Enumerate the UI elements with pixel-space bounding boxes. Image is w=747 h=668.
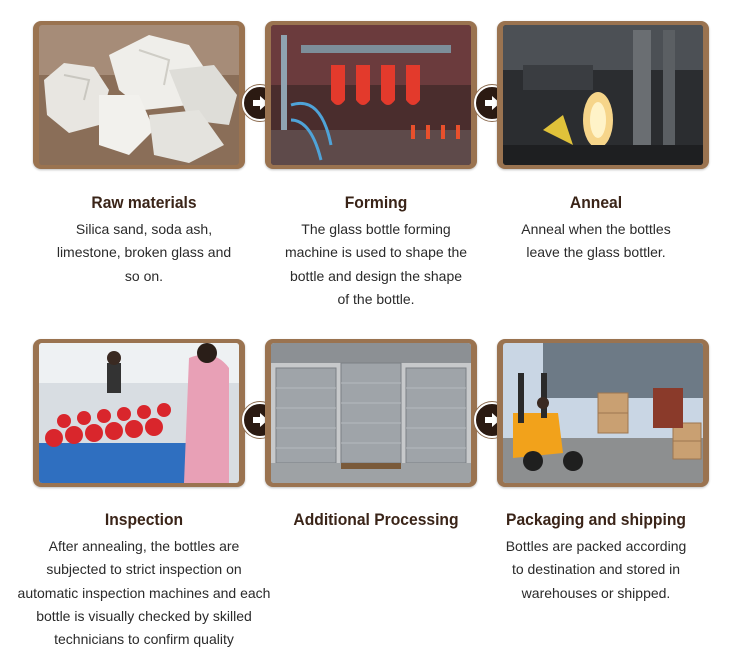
step-description-packaging-and-shipping: Bottles are packed according to destinat…	[505, 538, 687, 601]
step-description-raw-materials: Silica sand, soda ash, limestone, broken…	[56, 221, 232, 284]
step-title-anneal: Anneal	[569, 193, 623, 212]
step-title-forming: Forming	[344, 193, 408, 212]
forming-photo	[265, 21, 477, 169]
anneal-photo	[497, 21, 709, 169]
additional-processing-photo	[265, 339, 477, 487]
step-description-forming: The glass bottle forming machine is used…	[284, 221, 468, 307]
step-title-inspection: Inspection	[104, 510, 184, 529]
step-description-inspection: After annealing, the bottles are subject…	[17, 538, 271, 648]
raw-materials-photo	[33, 21, 245, 169]
packaging-shipping-photo	[497, 339, 709, 487]
step-title-additional-processing: Additional Processing	[293, 510, 459, 529]
inspection-photo	[33, 339, 245, 487]
step-description-anneal: Anneal when the bottles leave the glass …	[521, 221, 671, 261]
step-title-raw-materials: Raw materials	[91, 193, 197, 212]
step-title-packaging-and-shipping: Packaging and shipping	[506, 510, 686, 529]
